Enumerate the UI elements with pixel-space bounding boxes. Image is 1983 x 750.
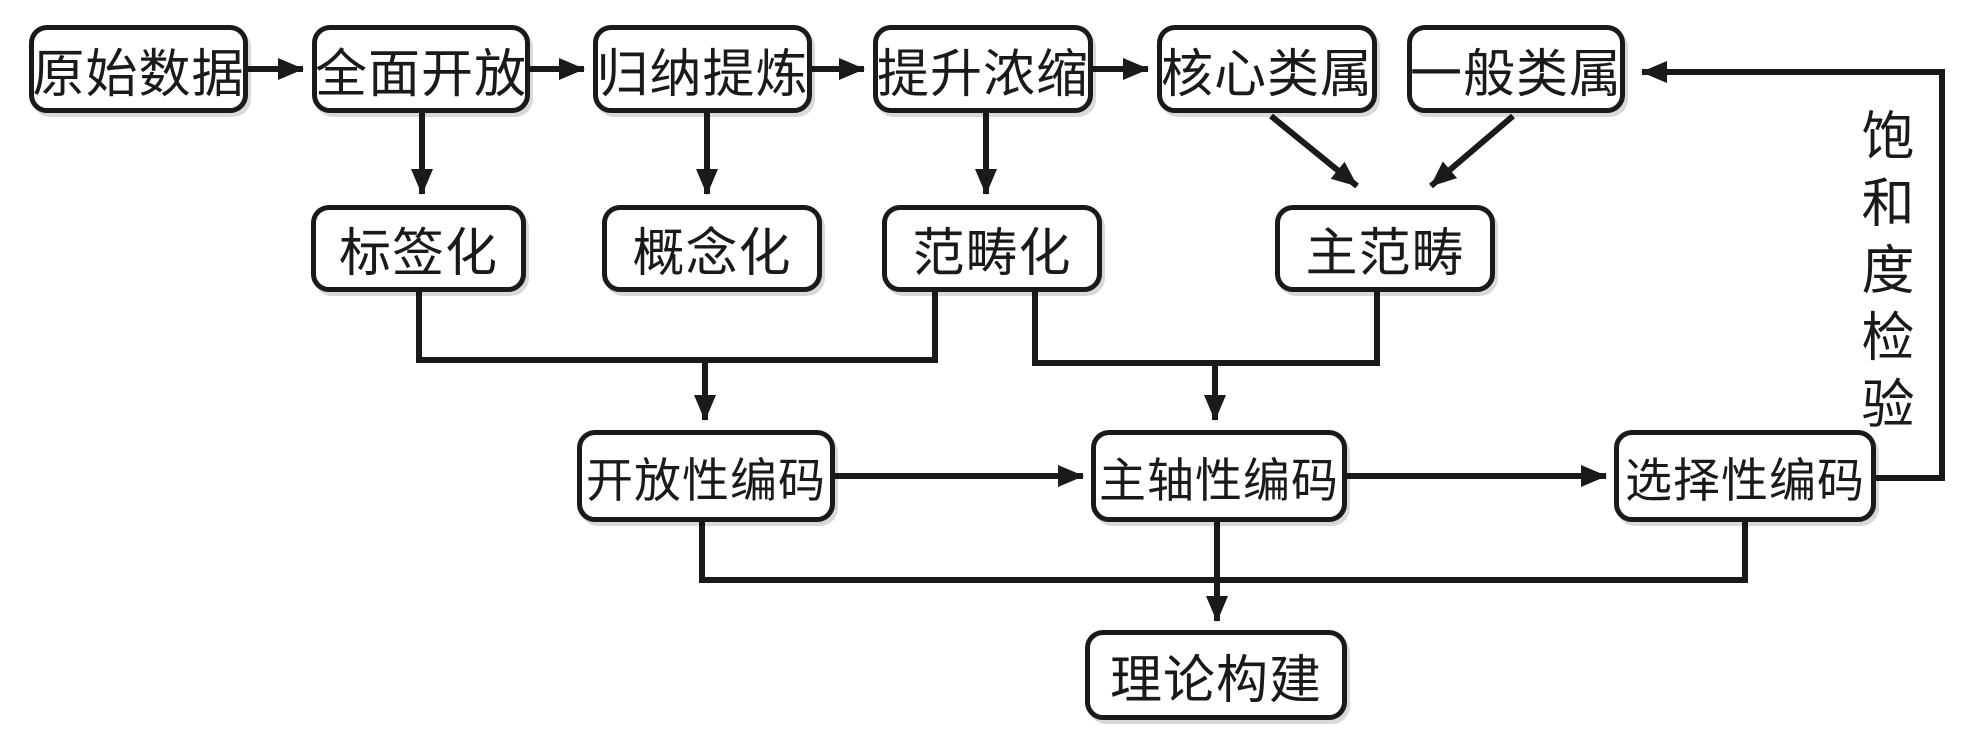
node-condense: 提升浓缩 bbox=[873, 25, 1093, 113]
node-main-category: 主范畴 bbox=[1275, 205, 1495, 292]
edge-feedback-saturation bbox=[1641, 61, 1945, 481]
bracket-to-theory-building bbox=[699, 520, 1748, 583]
node-conceptualization: 概念化 bbox=[602, 205, 822, 292]
node-axial-coding: 主轴性编码 bbox=[1091, 430, 1347, 522]
node-general-category: 一般类属 bbox=[1407, 25, 1625, 113]
node-selective-coding: 选择性编码 bbox=[1614, 430, 1876, 522]
node-categorization: 范畴化 bbox=[882, 205, 1102, 292]
bracket-to-open-coding bbox=[416, 290, 938, 363]
edge-generalcategory-maincategory bbox=[1429, 113, 1515, 189]
node-open-coding: 开放性编码 bbox=[577, 430, 835, 522]
node-raw-data: 原始数据 bbox=[29, 25, 248, 113]
node-theory-building: 理论构建 bbox=[1085, 630, 1347, 720]
bracket-to-axial-coding bbox=[1032, 290, 1380, 366]
edge-corecategory-maincategory bbox=[1269, 113, 1359, 189]
node-labeling: 标签化 bbox=[311, 205, 526, 292]
node-open-all: 全面开放 bbox=[312, 25, 530, 113]
node-induction: 归纳提炼 bbox=[593, 25, 812, 113]
node-core-category: 核心类属 bbox=[1157, 25, 1377, 113]
saturation-test-label: 饱和度检验 bbox=[1854, 108, 1912, 443]
